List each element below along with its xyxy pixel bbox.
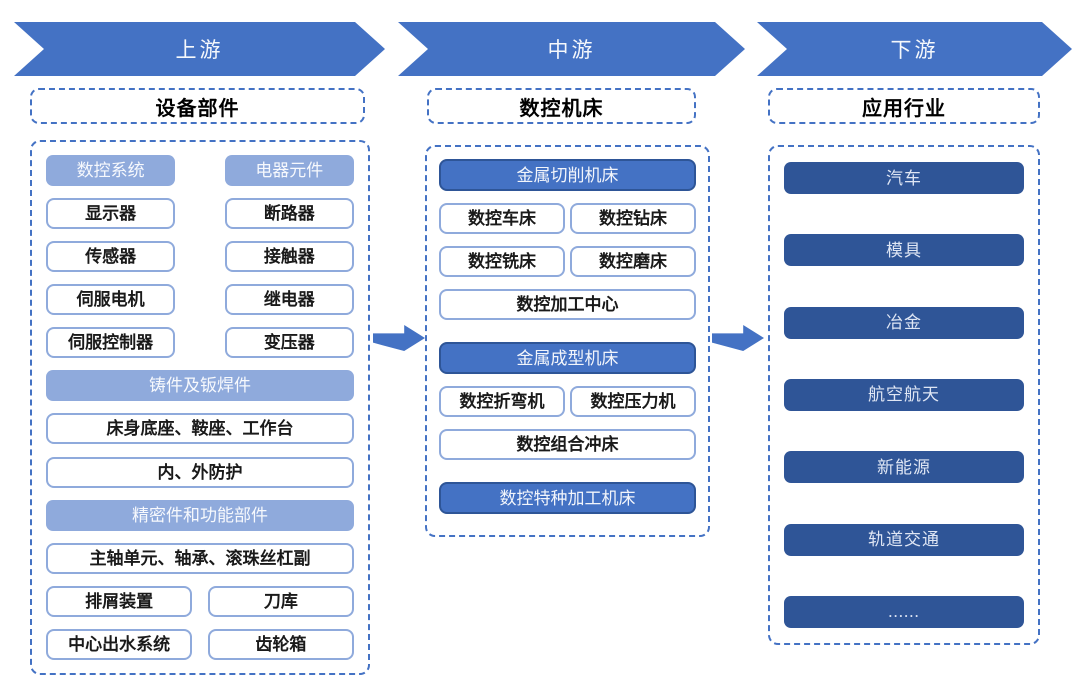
component-box: 刀库 bbox=[207, 585, 354, 617]
industry-box-more: ...... bbox=[784, 595, 1024, 628]
category-title-label: 设备部件 bbox=[155, 97, 240, 120]
stage-arrow-downstream: 下游 bbox=[757, 22, 1072, 76]
machine-box: 数控车床 bbox=[439, 203, 565, 234]
component-box: 排屑装置 bbox=[46, 585, 193, 617]
industry-box-new-energy: 新能源 bbox=[784, 451, 1024, 484]
component-box: 接触器 bbox=[224, 241, 354, 273]
component-box: 主轴单元、轴承、滚珠丝杠副 bbox=[46, 542, 354, 574]
machine-row: 数控车床 数控钻床 bbox=[439, 203, 696, 234]
machine-category-header-metal-cutting: 金属切削机床 bbox=[439, 159, 696, 191]
upstream-panel: 数控系统 电器元件 显示器 断路器 传感器 接触器 伺服电机 继电器 伺服控制器… bbox=[30, 140, 370, 675]
component-box: 伺服控制器 bbox=[46, 327, 176, 359]
group-header-cnc-system: 数控系统 bbox=[46, 155, 176, 186]
part-row: 伺服控制器 变压器 bbox=[46, 327, 354, 359]
part-row: 排屑装置 刀库 bbox=[46, 585, 354, 617]
part-row: 中心出水系统 齿轮箱 bbox=[46, 628, 354, 660]
stage-label-upstream: 上游 bbox=[175, 38, 224, 62]
group-header-electrical-components: 电器元件 bbox=[224, 155, 354, 186]
downstream-panel: 汽车 模具 冶金 航空航天 新能源 轨道交通 ...... bbox=[768, 145, 1040, 645]
component-box: 齿轮箱 bbox=[207, 628, 354, 660]
stage-arrow-upstream: 上游 bbox=[14, 22, 385, 76]
part-row: 伺服电机 继电器 bbox=[46, 284, 354, 316]
stage-label-midstream: 中游 bbox=[547, 38, 596, 62]
machine-box: 数控加工中心 bbox=[439, 289, 696, 320]
part-row: 数控系统 电器元件 bbox=[46, 155, 354, 186]
component-box: 床身底座、鞍座、工作台 bbox=[46, 413, 354, 445]
stage-label-downstream: 下游 bbox=[890, 38, 939, 62]
group-header-precision-functional-parts: 精密件和功能部件 bbox=[46, 499, 354, 531]
component-box: 继电器 bbox=[224, 284, 354, 316]
machine-box: 数控钻床 bbox=[570, 203, 696, 234]
machine-category-header-metal-forming: 金属成型机床 bbox=[439, 342, 696, 374]
industry-box-molds: 模具 bbox=[784, 234, 1024, 267]
component-box: 内、外防护 bbox=[46, 456, 354, 488]
category-title-label: 应用行业 bbox=[862, 97, 946, 120]
component-box: 中心出水系统 bbox=[46, 628, 193, 660]
right-arrow-icon bbox=[373, 325, 425, 351]
category-title-cnc-machine-tools: 数控机床 bbox=[427, 88, 696, 124]
component-box: 变压器 bbox=[224, 327, 354, 359]
part-row: 传感器 接触器 bbox=[46, 241, 354, 273]
machine-category-header-special-processing: 数控特种加工机床 bbox=[439, 482, 696, 514]
industry-box-metallurgy: 冶金 bbox=[784, 306, 1024, 339]
category-title-label: 数控机床 bbox=[519, 97, 604, 120]
category-title-application-industries: 应用行业 bbox=[768, 88, 1040, 124]
machine-row: 数控铣床 数控磨床 bbox=[439, 246, 696, 277]
component-box: 显示器 bbox=[46, 198, 176, 230]
machine-box: 数控组合冲床 bbox=[439, 429, 696, 460]
right-arrow-icon bbox=[712, 325, 764, 351]
industry-box-rail-transit: 轨道交通 bbox=[784, 523, 1024, 556]
category-title-equipment-parts: 设备部件 bbox=[30, 88, 365, 124]
component-box: 断路器 bbox=[224, 198, 354, 230]
component-box: 传感器 bbox=[46, 241, 176, 273]
industry-box-aerospace: 航空航天 bbox=[784, 378, 1024, 411]
machine-box: 数控磨床 bbox=[570, 246, 696, 277]
group-header-castings-sheet-metal: 铸件及钣焊件 bbox=[46, 370, 354, 402]
component-box: 伺服电机 bbox=[46, 284, 176, 316]
machine-box: 数控折弯机 bbox=[439, 386, 565, 417]
midstream-panel: 金属切削机床 数控车床 数控钻床 数控铣床 数控磨床 数控加工中心 金属成型机床… bbox=[425, 145, 710, 537]
stage-arrow-midstream: 中游 bbox=[398, 22, 745, 76]
machine-row: 数控折弯机 数控压力机 bbox=[439, 386, 696, 417]
machine-box: 数控铣床 bbox=[439, 246, 565, 277]
industry-box-automotive: 汽车 bbox=[784, 162, 1024, 194]
part-row: 显示器 断路器 bbox=[46, 198, 354, 230]
machine-box: 数控压力机 bbox=[570, 386, 696, 417]
